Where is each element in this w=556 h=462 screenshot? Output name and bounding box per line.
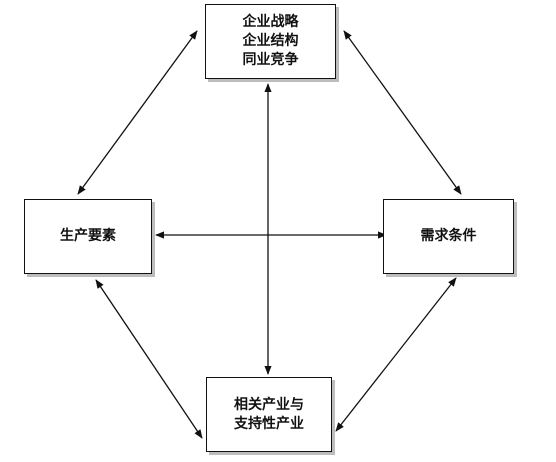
node-right-label: 需求条件 <box>420 228 477 244</box>
node-related-supporting-industries: 相关产业与 支持性产业 <box>206 377 332 452</box>
arrow-top-right <box>343 30 462 195</box>
node-firm-strategy-structure-rivalry: 企业战略 企业结构 同业竞争 <box>205 4 336 79</box>
node-top-line-2: 企业结构 <box>242 33 299 49</box>
node-top-line-1: 企业战略 <box>242 14 299 30</box>
arrow-top-left <box>77 30 198 195</box>
arrow-left-bottom <box>95 279 203 439</box>
node-factor-conditions: 生产要素 <box>24 199 152 274</box>
node-bottom-line-1: 相关产业与 <box>234 396 304 413</box>
node-top-line-3: 同业竞争 <box>242 52 299 68</box>
node-demand-conditions: 需求条件 <box>383 199 514 274</box>
node-bottom-line-2: 支持性产业 <box>234 415 304 432</box>
node-left-label: 生产要素 <box>60 228 116 244</box>
arrow-right-bottom <box>335 277 457 432</box>
